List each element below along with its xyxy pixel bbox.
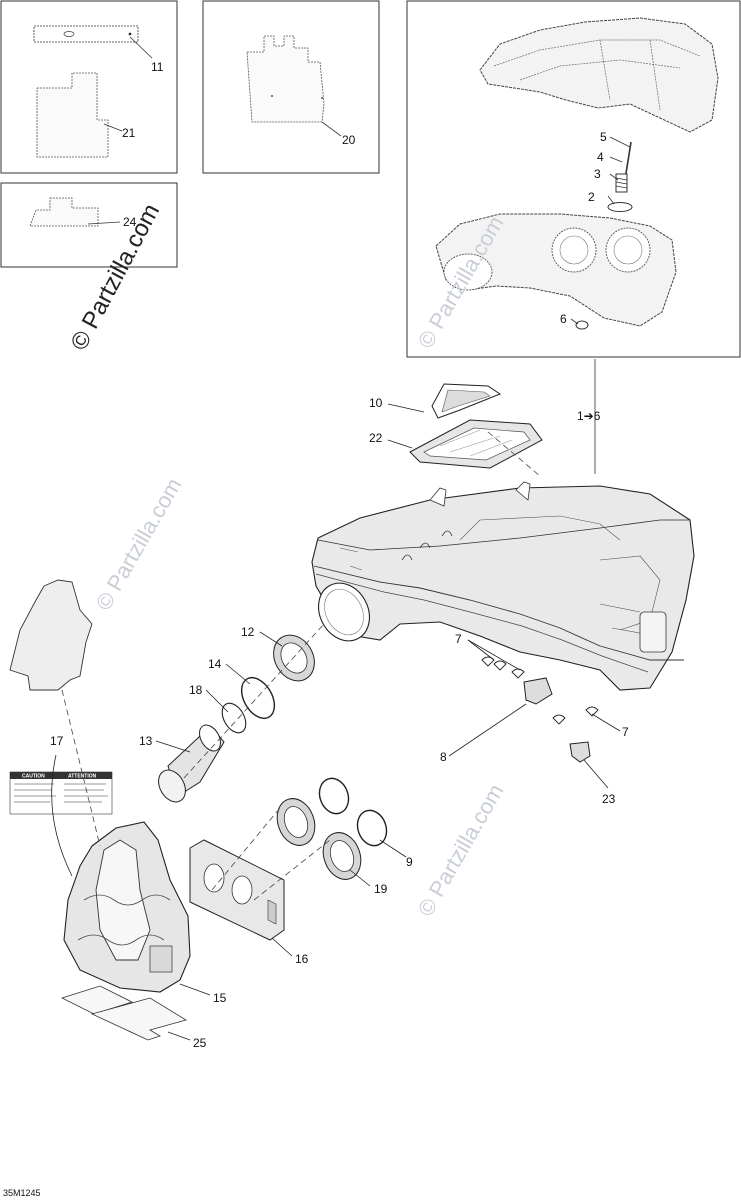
callout-19: 19	[374, 882, 388, 896]
diagram-code: 35M1245	[3, 1188, 41, 1198]
part-2-washer	[607, 202, 633, 212]
callout-13: 13	[139, 734, 153, 748]
caution-label: CAUTION ATTENTION	[9, 771, 113, 815]
watermark-faint-1: © Partzilla.com	[91, 474, 187, 615]
part-12-ring	[273, 634, 315, 682]
callout-4: 4	[597, 150, 604, 164]
main-airbox	[311, 481, 695, 691]
part-9-clamps	[318, 777, 388, 847]
callout-23: 23	[602, 792, 616, 806]
callout-2: 2	[588, 190, 595, 204]
callout-22: 22	[369, 431, 383, 445]
part-22-seal	[409, 419, 543, 469]
callout-14: 14	[208, 657, 222, 671]
callout-21: 21	[122, 126, 136, 140]
part-13-tube	[158, 724, 225, 803]
part-24-pad	[29, 197, 99, 227]
callout-25: 25	[193, 1036, 207, 1050]
part-6-grommet	[575, 320, 589, 330]
part-25-strips	[60, 985, 187, 1041]
airbox-throat	[318, 582, 370, 642]
part-10-filter	[431, 383, 502, 419]
inset-box-11-21	[0, 0, 178, 174]
callout-12: 12	[241, 625, 255, 639]
callout-24: 24	[123, 215, 137, 229]
part-21-pad	[36, 72, 109, 158]
caution-title: CAUTION	[22, 774, 45, 780]
airbox-cover	[479, 17, 719, 133]
callout-20: 20	[342, 133, 356, 147]
part-7-clips	[481, 656, 599, 725]
leaders-main	[51, 403, 621, 1041]
part-19-couplers	[276, 798, 362, 880]
callout-8: 8	[440, 750, 447, 764]
watermark-faint-2: © Partzilla.com	[413, 780, 509, 921]
part-16-plate	[189, 839, 285, 941]
callout-7-top: 7	[455, 632, 462, 646]
callout-9: 9	[406, 855, 413, 869]
part-23-clip	[569, 741, 591, 763]
callout-6: 6	[560, 312, 567, 326]
callout-10: 10	[369, 396, 383, 410]
inset-box-24	[0, 182, 178, 268]
part-18-oring	[221, 702, 247, 734]
inset-box-1-6	[406, 0, 741, 358]
leaders-1-6	[570, 136, 631, 474]
callouts: 11 21 20 24 5 4 3 2 6 10 1➔6 22 12 7 14 …	[50, 60, 629, 1050]
callout-3: 3	[594, 167, 601, 181]
callout-11: 11	[151, 60, 164, 74]
attention-title: ATTENTION	[68, 774, 97, 780]
inset-box-20	[202, 0, 380, 174]
part-20-pad	[246, 35, 325, 123]
callout-range-1-6: 1➔6	[577, 409, 601, 423]
callout-5: 5	[600, 130, 607, 144]
part-11-label	[33, 25, 139, 43]
callout-16: 16	[295, 952, 309, 966]
part-14-clamp	[240, 677, 276, 719]
foam-pad-top-left	[9, 579, 93, 691]
assembly-lines	[61, 431, 541, 901]
callout-15: 15	[213, 991, 227, 1005]
callout-7-right: 7	[622, 725, 629, 739]
callout-17: 17	[50, 734, 64, 748]
part-8-block	[523, 677, 553, 705]
part-15-housing	[63, 821, 191, 993]
callout-18: 18	[189, 683, 203, 697]
